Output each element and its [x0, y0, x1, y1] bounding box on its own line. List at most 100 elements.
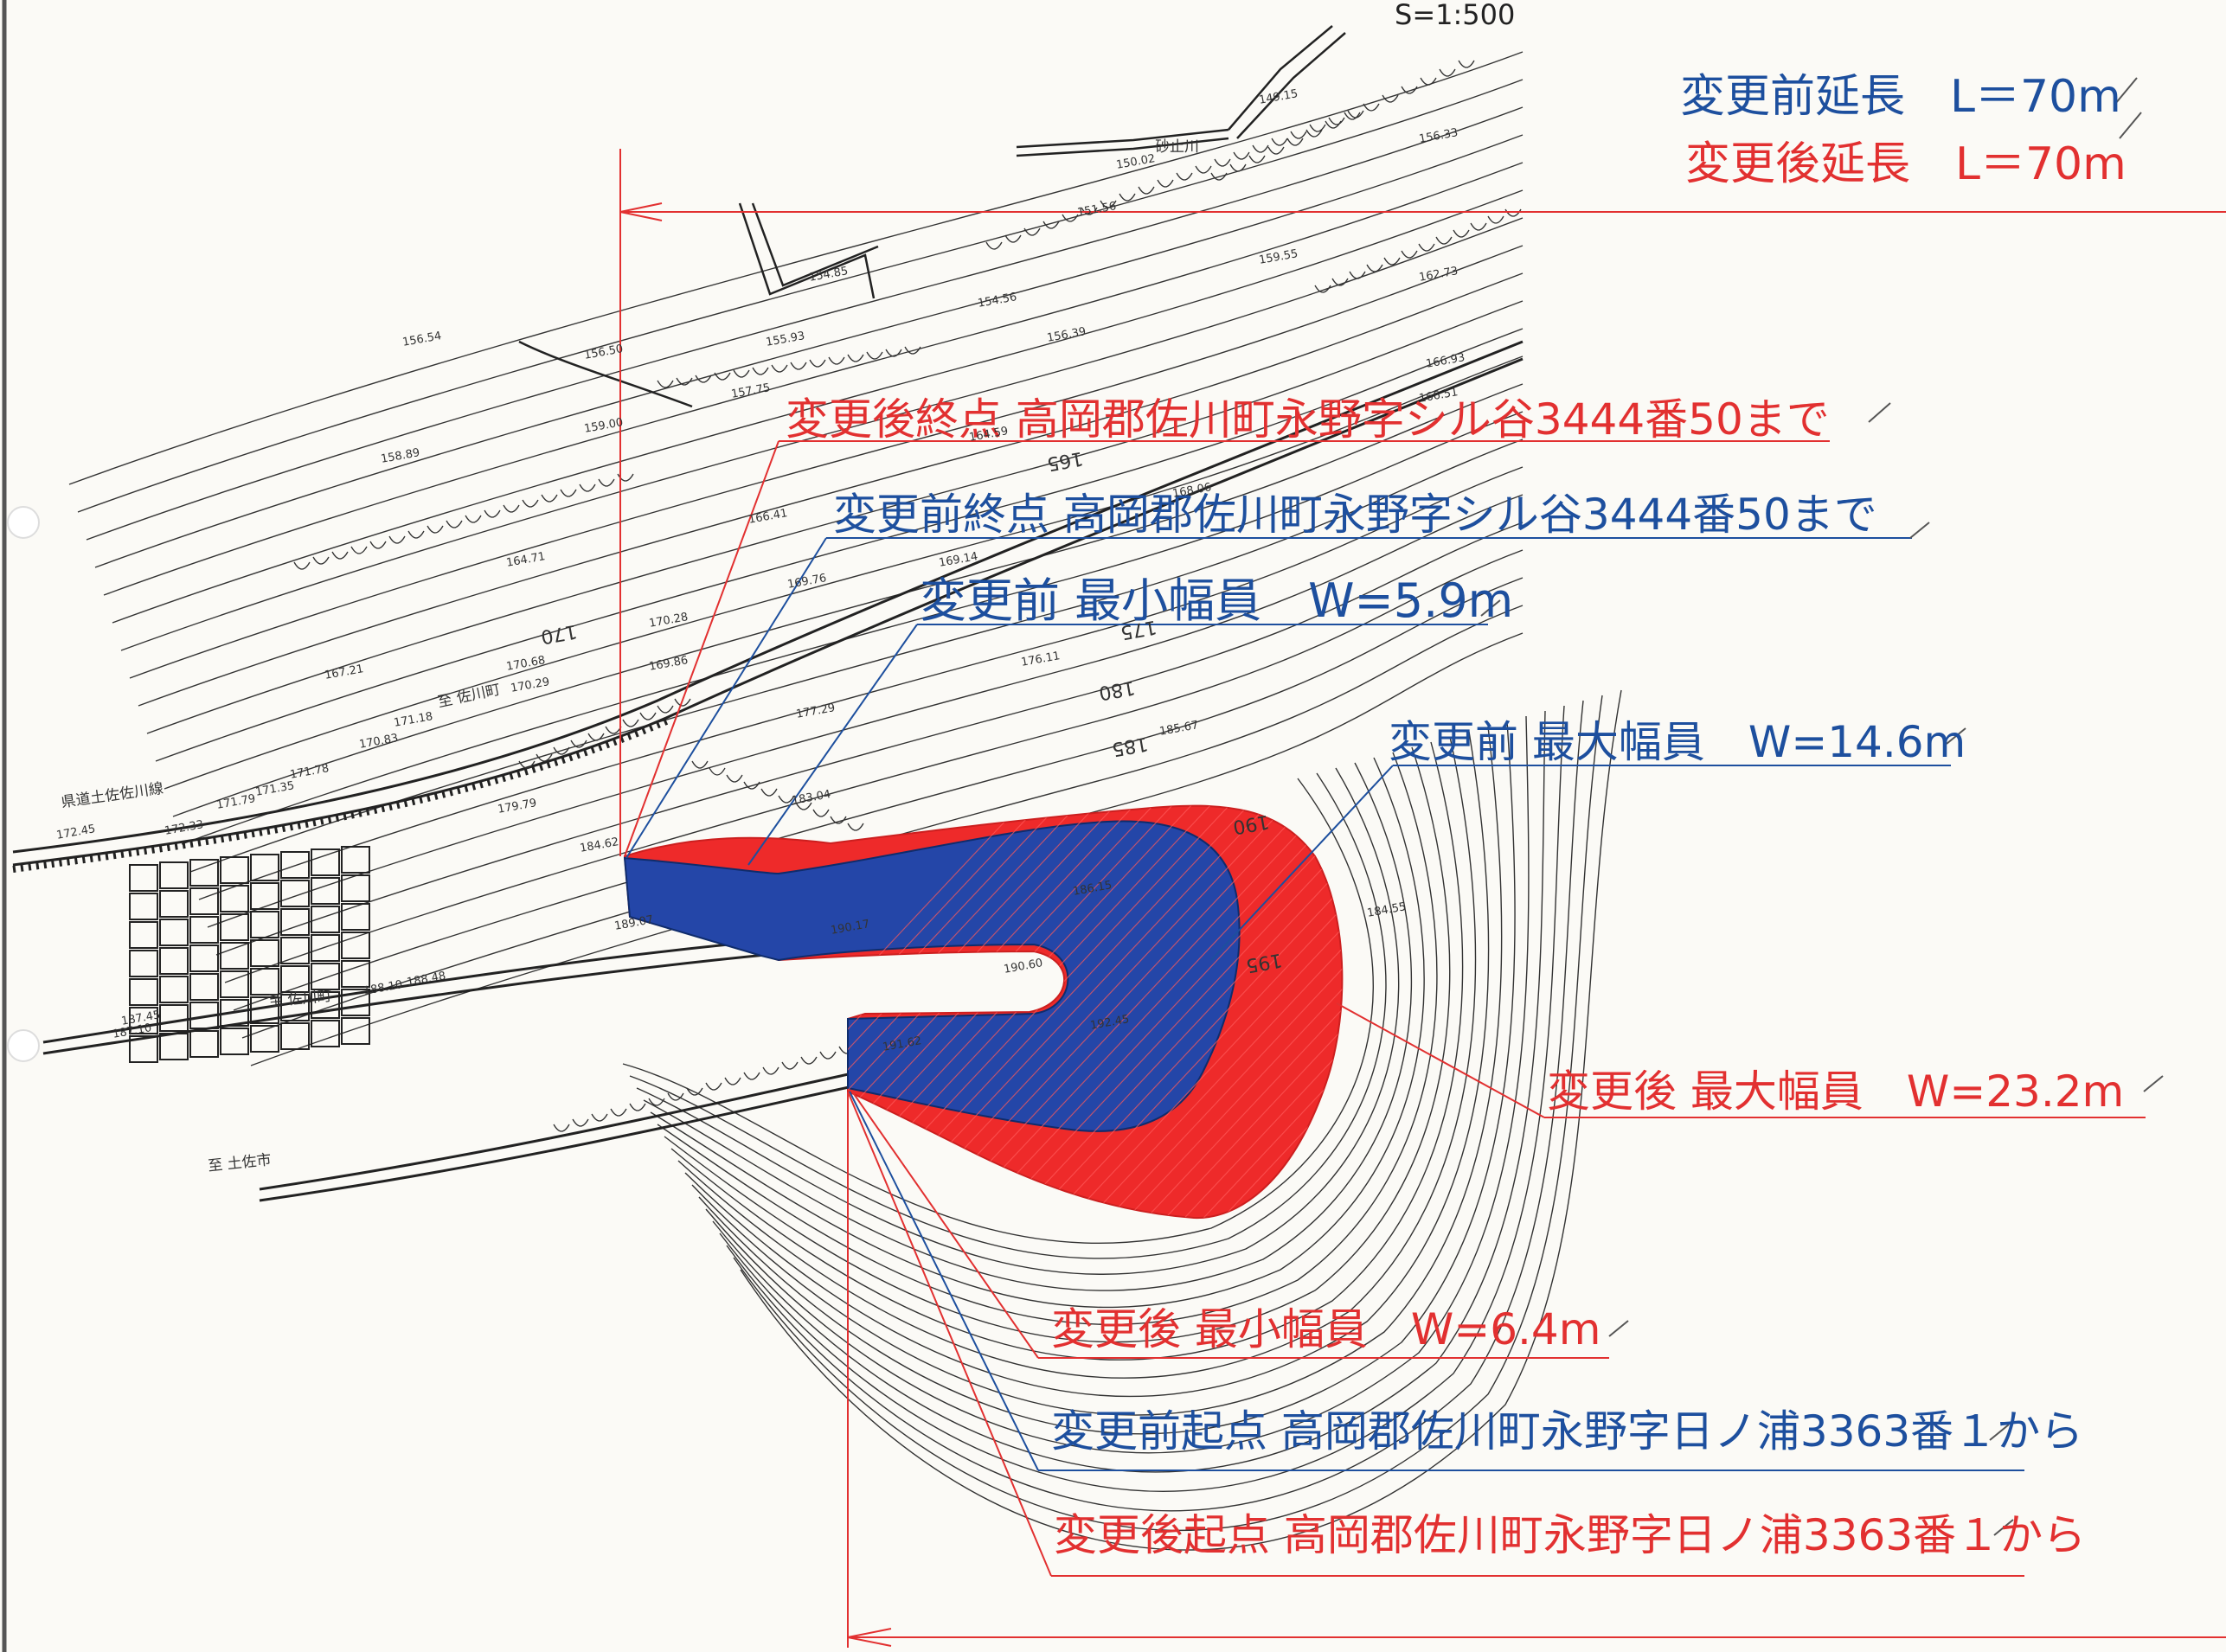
- hachure-mark: [553, 1124, 570, 1132]
- contour-line: [224, 549, 1524, 983]
- grid-cell: [129, 950, 158, 977]
- grid-cell: [341, 846, 370, 874]
- hatch-line: [946, 805, 1343, 1219]
- hachure-mark: [591, 1113, 608, 1122]
- grid-cell: [311, 877, 340, 905]
- hatch-line: [1041, 805, 1343, 1219]
- hachure-mark: [1435, 236, 1453, 245]
- hachure-mark: [622, 719, 639, 727]
- hachure-mark: [1081, 207, 1098, 215]
- hachure-mark: [1349, 271, 1366, 279]
- hachure-mark: [795, 802, 812, 810]
- hatch-line: [1174, 805, 1343, 1219]
- grid-cell: [341, 989, 370, 1016]
- grid-cell: [159, 890, 189, 918]
- length-before-label: 変更前延長 L＝70m: [1680, 71, 2121, 123]
- hachure-mark: [819, 1051, 837, 1060]
- contour-line: [86, 106, 1524, 541]
- contour-line: [164, 355, 1524, 790]
- hachure-mark: [1286, 138, 1304, 146]
- hatch-line: [1060, 805, 1343, 1219]
- hatch-line: [1346, 804, 1744, 1228]
- hatch-line: [1136, 805, 1343, 1219]
- hachure-mark: [1401, 250, 1418, 259]
- hachure-mark: [560, 489, 577, 497]
- grid-cell: [159, 1004, 189, 1032]
- hachure-mark: [1214, 158, 1231, 167]
- hachure-mark: [1267, 146, 1285, 155]
- hatch-line: [984, 805, 1343, 1219]
- grid-cell: [250, 911, 279, 938]
- contour-line: [120, 217, 1524, 651]
- contour-line: [657, 752, 1438, 1325]
- contour-line: [146, 300, 1524, 734]
- contour-line: [155, 328, 1524, 762]
- contour-line: [172, 383, 1524, 817]
- after-start-point-label: 変更後起点 高岡郡佐川町永野字日ノ浦3363番１から: [1054, 1510, 2087, 1560]
- hachure-mark: [369, 541, 387, 549]
- grid-cell: [280, 937, 310, 964]
- hachure-mark: [847, 823, 864, 831]
- hachure-mark: [743, 781, 760, 790]
- grid-cell: [341, 960, 370, 988]
- hachure-mark: [771, 364, 788, 373]
- hachure-mark: [733, 369, 750, 378]
- hachure-mark: [714, 372, 731, 381]
- hachure-mark: [1309, 124, 1326, 132]
- prefectural-road: [12, 340, 1524, 873]
- grid-cell: [220, 942, 249, 970]
- hatch-line: [965, 805, 1343, 1219]
- hachure-mark: [1418, 243, 1435, 252]
- contour-line: [241, 605, 1524, 1039]
- grid-cell: [189, 887, 219, 915]
- slope-hachures: [293, 60, 1522, 1132]
- grid-cell: [189, 973, 219, 1001]
- hachure-mark: [1290, 131, 1307, 139]
- map-scale: S=1:500: [1395, 0, 1516, 31]
- grid-cell: [341, 874, 370, 902]
- hachure-mark: [522, 499, 539, 508]
- hachure-mark: [904, 346, 921, 355]
- grid-cell: [250, 854, 279, 881]
- contour-line: [691, 726, 1503, 1416]
- hachure-mark: [553, 746, 570, 755]
- binder-hole: [7, 506, 40, 539]
- hachure-mark: [1119, 193, 1136, 202]
- contour-line: [650, 757, 1425, 1309]
- hachure-mark: [1195, 165, 1212, 174]
- grid-cell: [189, 1030, 219, 1058]
- contour-line: [670, 741, 1464, 1361]
- hachure-mark: [809, 359, 826, 368]
- hachure-mark: [1383, 257, 1401, 266]
- hachure-mark: [830, 816, 847, 824]
- hachure-mark: [1325, 120, 1342, 129]
- hachure-mark: [1157, 179, 1174, 188]
- grid-cell: [159, 919, 189, 946]
- hachure-mark: [570, 740, 587, 748]
- contour-line: [677, 736, 1477, 1379]
- contour-line: [712, 710, 1546, 1473]
- grid-cell: [129, 1035, 158, 1063]
- hachure-mark: [1344, 112, 1361, 120]
- hachure-mark: [1382, 94, 1399, 103]
- hachure-mark: [812, 809, 830, 817]
- grid-cell: [129, 893, 158, 920]
- hachure-mark: [778, 795, 795, 804]
- hachure-mark: [1487, 215, 1504, 224]
- contour-line: [705, 715, 1530, 1454]
- hachure-mark: [598, 478, 615, 487]
- hachure-mark: [866, 351, 883, 360]
- hachure-mark: [847, 354, 864, 362]
- hachure-mark: [446, 520, 463, 528]
- grid-cell: [250, 939, 279, 967]
- hatch-line: [1098, 805, 1343, 1219]
- hachure-mark: [676, 377, 693, 386]
- binder-hole: [7, 1029, 40, 1062]
- grid-cell: [159, 976, 189, 1003]
- hachure-mark: [541, 494, 558, 503]
- hachure-mark: [1453, 229, 1470, 238]
- contour-line: [215, 522, 1524, 956]
- contour-line: [726, 700, 1584, 1512]
- hatch-line: [1212, 805, 1343, 1219]
- grid-cell: [280, 1022, 310, 1050]
